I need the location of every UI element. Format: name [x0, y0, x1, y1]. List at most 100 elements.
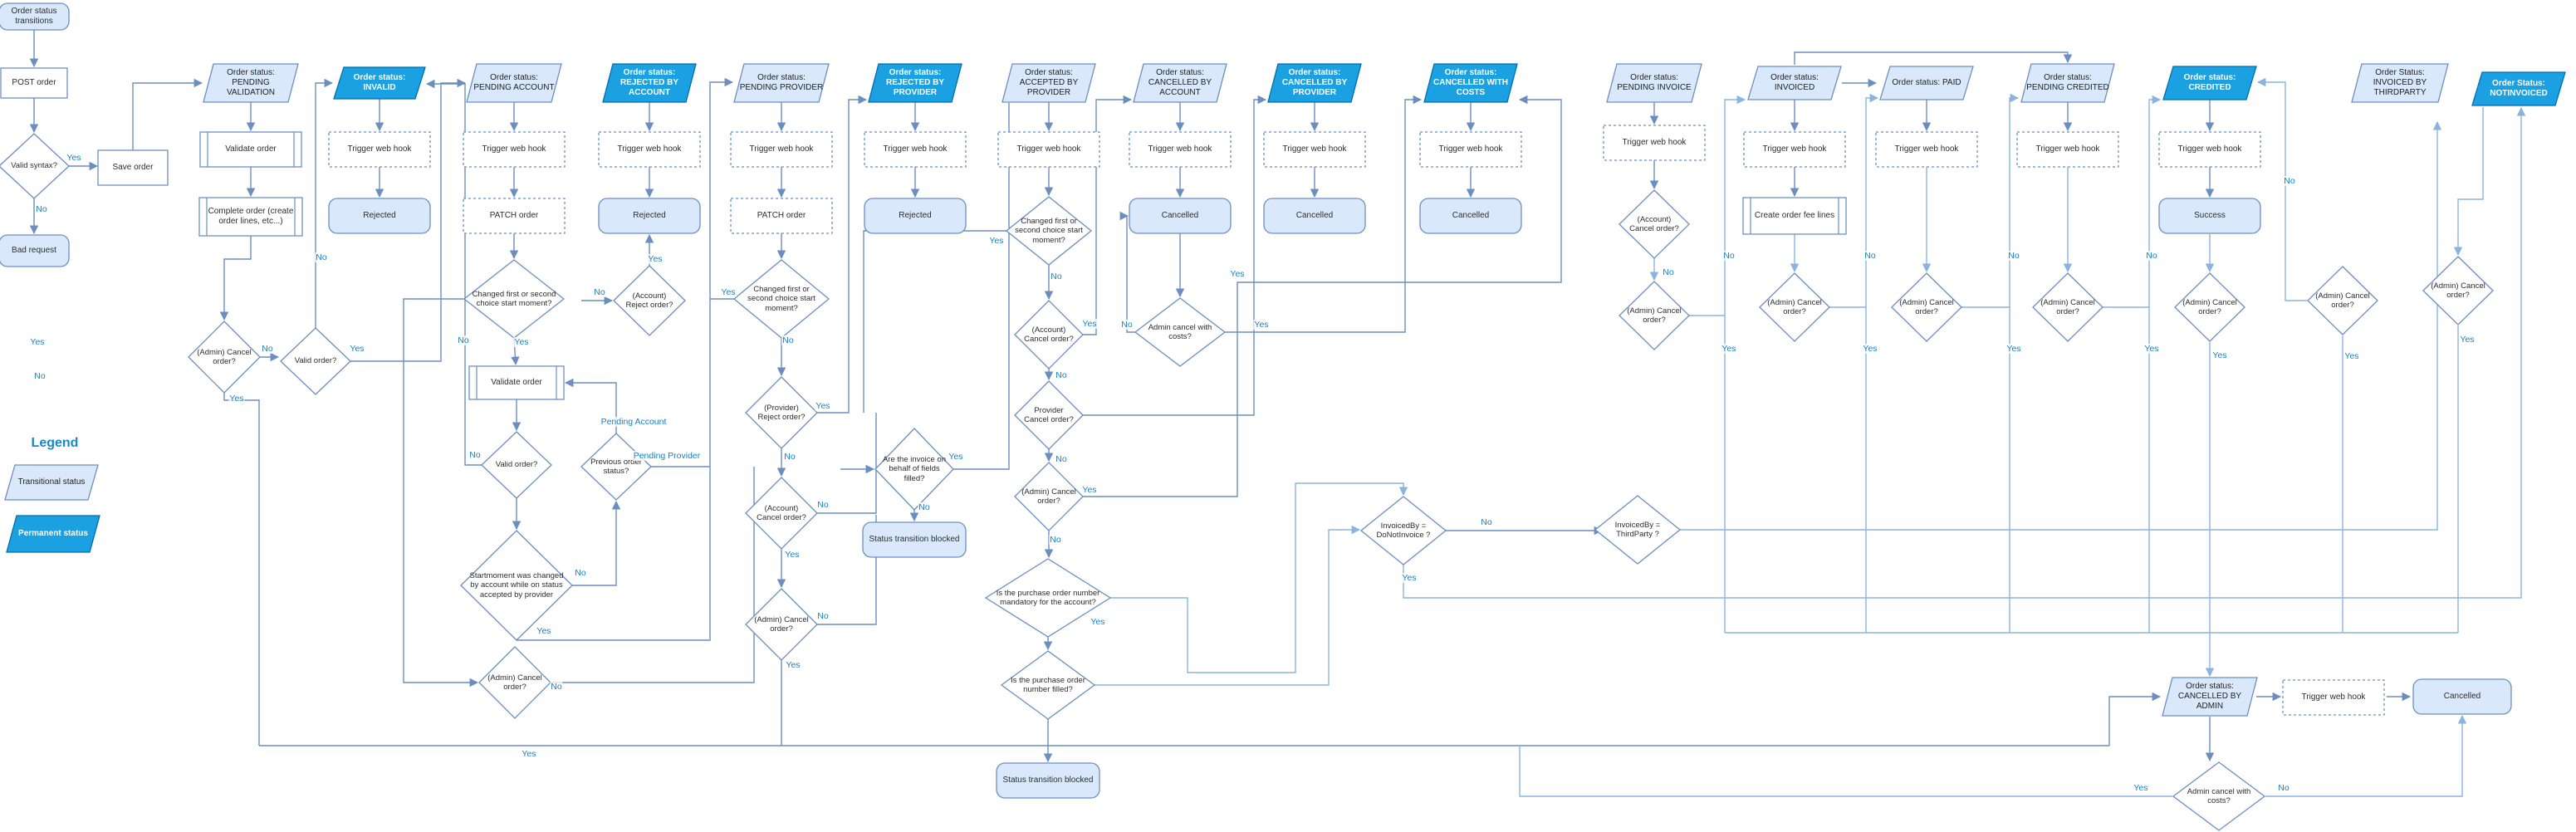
start-terminator-shape — [0, 2, 70, 31]
inv-create-fee-lines-shape — [1742, 197, 1847, 235]
connector — [403, 298, 479, 688]
abp-webhook-shape — [997, 131, 1100, 168]
cbprov-cancelled-shape — [1263, 198, 1366, 234]
save-order-shape — [97, 149, 169, 186]
connector — [817, 413, 877, 514]
cred-success-shape — [2158, 198, 2261, 234]
connector — [223, 393, 260, 746]
invoicedby-donotinvoice-shape — [1359, 496, 1447, 565]
pa-patch-order-shape — [463, 198, 566, 234]
connector — [1110, 482, 1408, 673]
invalid-webhook-shape — [328, 131, 431, 168]
pa-previous-status-shape — [580, 433, 652, 501]
pcred-admin-cancel-shape — [2032, 272, 2103, 342]
inv-webhook-shape — [1743, 131, 1846, 168]
header-credited-shape — [2162, 66, 2257, 100]
ibt-admin-cancel-shape — [2307, 266, 2378, 335]
connector — [1095, 525, 1361, 686]
pp-webhook-shape — [730, 131, 833, 168]
pp-changed-start-moment-shape — [732, 259, 830, 339]
legend-item-permanent-shape — [6, 515, 100, 553]
abp-provider-cancel-shape — [1014, 380, 1084, 450]
pp-admin-cancel-shape — [745, 588, 818, 661]
cbprov-webhook-shape — [1263, 131, 1366, 168]
rba-account-reject-shape — [613, 265, 686, 336]
connector — [425, 79, 482, 466]
header-pending-validation-shape — [203, 63, 299, 103]
rbp-rejected-shape — [864, 198, 967, 234]
pv-valid-order-shape — [280, 327, 351, 395]
connector — [2265, 714, 2467, 797]
rba-rejected-shape — [598, 198, 701, 234]
connector — [511, 337, 520, 366]
pa-validate-order-shape — [468, 365, 565, 400]
bad-request-shape — [0, 234, 70, 267]
ni-admin-cancel-shape — [2422, 256, 2494, 325]
header-pending-credited-shape — [2020, 63, 2115, 103]
connector — [315, 78, 334, 328]
cred-webhook-shape — [2158, 131, 2261, 168]
pa-changed-start-moment-shape — [463, 259, 566, 339]
connector — [219, 236, 252, 321]
rba-webhook-shape — [598, 131, 701, 168]
abp-po-mandatory-shape — [984, 558, 1112, 638]
cad-webhook-shape — [2282, 679, 2385, 716]
header-invoiced-by-thirdparty-shape — [2351, 63, 2449, 103]
connector — [572, 500, 621, 586]
invalid-rejected-shape — [328, 198, 431, 234]
header-cancelled-by-admin-shape — [2162, 677, 2258, 717]
header-paid-shape — [1879, 66, 1974, 100]
header-rejected-by-account-shape — [602, 63, 697, 103]
invoicedby-thirdparty-shape — [1594, 495, 1682, 565]
connector — [350, 78, 467, 362]
cwc-cancelled-shape — [1419, 198, 1522, 234]
connector — [1794, 51, 2073, 65]
connector — [817, 95, 868, 414]
pv-validate-order-shape — [199, 131, 302, 168]
header-cancelled-by-provider-shape — [1267, 63, 1362, 103]
connector — [2108, 692, 2162, 746]
connector — [1083, 95, 1133, 335]
pa-valid-order-shape — [481, 431, 552, 499]
pa-startmoment-changed-shape — [460, 530, 573, 641]
connector — [2256, 77, 2307, 301]
paid-webhook-shape — [1875, 131, 1978, 168]
header-invoiced-shape — [1747, 66, 1842, 100]
abp-admin-cancel-shape — [1014, 462, 1084, 531]
paid-admin-cancel-shape — [1891, 272, 1962, 342]
pi-webhook-shape — [1603, 125, 1706, 161]
connector — [1865, 93, 1879, 307]
status-transition-blocked-1-shape — [862, 521, 967, 558]
connector — [1403, 106, 2526, 599]
connector — [953, 103, 1010, 470]
connector — [2009, 93, 2020, 307]
header-cancelled-by-account-shape — [1133, 63, 1227, 103]
pp-provider-reject-shape — [745, 376, 818, 449]
pv-admin-cancel-shape — [188, 321, 261, 394]
connector — [1083, 95, 1562, 497]
pp-account-cancel-shape — [745, 477, 818, 550]
connector — [517, 77, 734, 641]
header-pending-invoice-shape — [1606, 63, 1702, 103]
connector — [1680, 120, 2442, 531]
cad-admin-cancel-costs-shape — [2172, 761, 2266, 831]
cad-cancelled-shape — [2412, 678, 2512, 715]
pcred-webhook-shape — [2016, 131, 2119, 168]
header-pending-provider-shape — [733, 63, 830, 103]
cbacc-webhook-shape — [1129, 131, 1232, 168]
status-transition-blocked-2-shape — [996, 762, 1100, 799]
abp-changed-start-moment-shape — [1005, 196, 1093, 266]
header-cancelled-with-costs-shape — [1423, 63, 1518, 103]
connector — [1083, 95, 1267, 416]
connector — [132, 78, 203, 150]
cbacc-admin-cancel-costs-shape — [1134, 297, 1227, 367]
legend-item-transitional-shape — [4, 464, 99, 501]
connector — [1225, 95, 1423, 333]
connector — [1724, 95, 1746, 316]
rbp-webhook-shape — [864, 131, 967, 168]
pp-patch-order-shape — [730, 198, 833, 234]
inv-admin-cancel-shape — [1759, 272, 1830, 342]
pi-account-cancel-shape — [1619, 189, 1690, 259]
